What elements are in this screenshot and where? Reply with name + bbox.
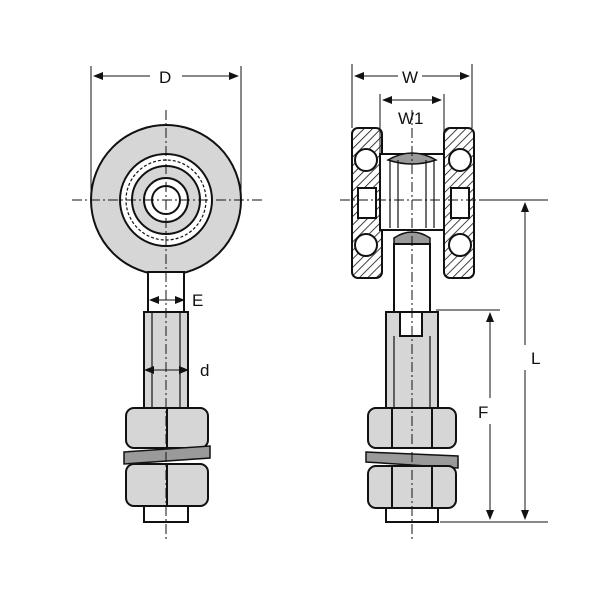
label-d: d [200,361,209,380]
side-wheel-right [443,127,475,279]
label-W1: W1 [398,109,424,128]
front-nut-assembly [123,407,211,523]
dimension-d: d [144,361,209,380]
side-view: W W1 L F [340,64,548,540]
label-L: L [531,349,540,368]
dimension-D: D [90,66,242,200]
dimension-E: E [149,291,203,310]
front-view: D E d [72,66,262,540]
side-wheel-left [351,127,383,279]
side-stem [385,243,439,413]
label-D: D [159,68,171,87]
label-E: E [192,291,203,310]
label-W: W [402,68,418,87]
dimension-L: L [440,199,548,523]
dimension-W: W [351,64,473,128]
dimension-F: F [436,309,500,520]
dimension-W1: W1 [379,94,445,154]
label-F: F [478,403,488,422]
